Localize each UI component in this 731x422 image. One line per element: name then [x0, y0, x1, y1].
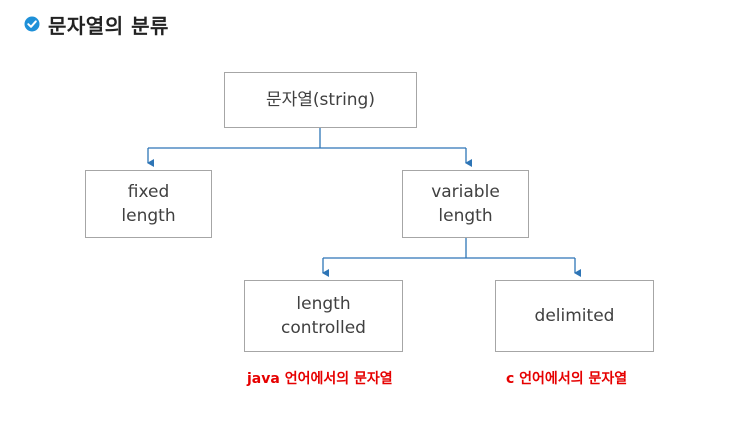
node-fixed-length: fixed length [85, 170, 212, 238]
node-delimited: delimited [495, 280, 654, 352]
node-string: 문자열(string) [224, 72, 417, 128]
node-variable-length: variable length [402, 170, 529, 238]
title-row: 문자열의 분류 [24, 6, 169, 42]
node-length-controlled: length controlled [244, 280, 403, 352]
note-c-strings: c 언어에서의 문자열 [506, 371, 628, 387]
note-java-strings: java 언어에서의 문자열 [247, 371, 393, 387]
page-title: 문자열의 분류 [48, 13, 169, 38]
check-circle-icon [24, 16, 40, 32]
